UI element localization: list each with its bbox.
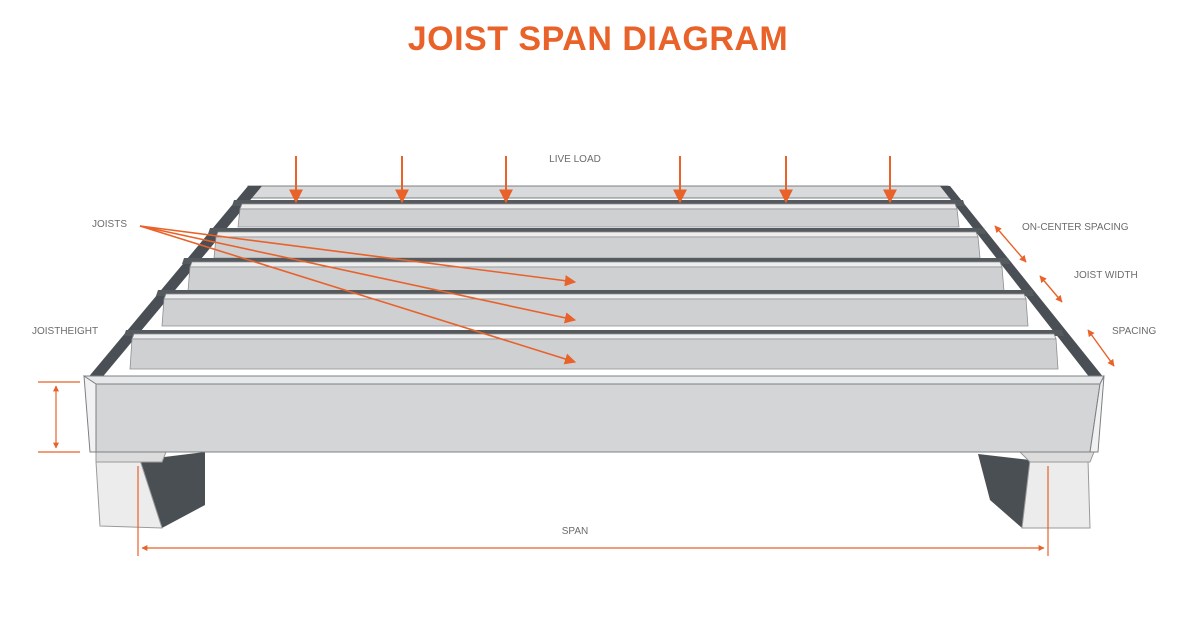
joist-top bbox=[131, 333, 1057, 340]
joist-width-label: JOIST WIDTH bbox=[1074, 270, 1138, 281]
joists-pointer-lines bbox=[139, 225, 577, 365]
right-support-block bbox=[978, 451, 1095, 529]
joist bbox=[156, 290, 1034, 327]
on-center-spacing-label: ON-CENTER SPACING bbox=[1022, 222, 1129, 233]
joist-face bbox=[213, 236, 981, 259]
joists-label: JOISTS bbox=[92, 219, 127, 230]
joist-face bbox=[161, 298, 1029, 327]
joist-top bbox=[215, 231, 979, 238]
joist-width-dimension bbox=[1039, 275, 1063, 303]
live-load-arrows bbox=[289, 156, 897, 204]
left-support-block bbox=[95, 451, 205, 529]
diagram-title: JOIST SPAN DIAGRAM bbox=[408, 20, 789, 58]
joist-height-label: JOISTHEIGHT bbox=[32, 326, 98, 337]
joist-group bbox=[124, 200, 1064, 370]
joist bbox=[232, 200, 965, 228]
spacing-dimension bbox=[1087, 329, 1115, 367]
on-center-spacing-dimension bbox=[994, 225, 1027, 263]
joist-face bbox=[237, 208, 960, 228]
joist-height-dimension bbox=[38, 381, 80, 453]
joist bbox=[182, 258, 1010, 292]
joist-top bbox=[239, 203, 958, 210]
span-label: SPAN bbox=[562, 526, 589, 537]
joist bbox=[124, 330, 1064, 370]
front-rim-joist bbox=[83, 375, 1105, 453]
live-load-label: LIVE LOAD bbox=[549, 154, 601, 165]
joist-top bbox=[163, 293, 1027, 300]
spacing-label: SPACING bbox=[1112, 326, 1156, 337]
span-dimension bbox=[137, 466, 1049, 556]
joist-face bbox=[129, 338, 1059, 370]
joist bbox=[208, 228, 986, 259]
